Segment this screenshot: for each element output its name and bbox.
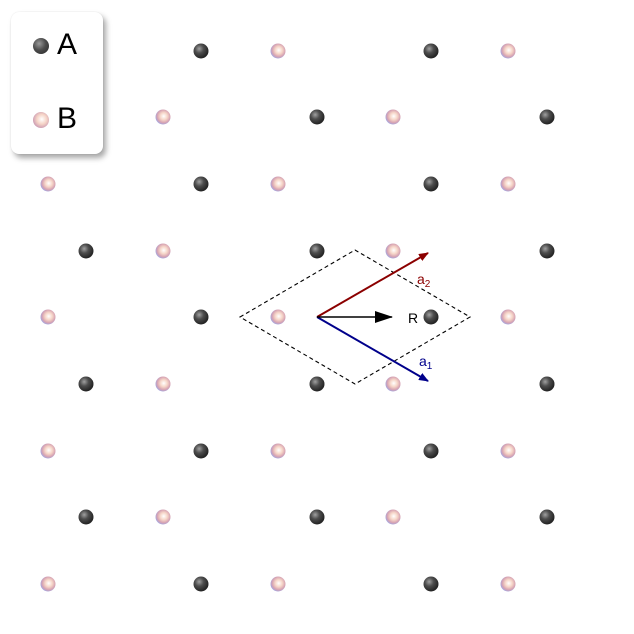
site-a-atom — [423, 309, 439, 325]
label-R: R — [408, 310, 418, 326]
site-b-atom — [500, 43, 516, 59]
site-b-atom — [270, 576, 286, 592]
site-b-atom — [155, 243, 171, 259]
site-a-atom — [423, 443, 439, 459]
label-a1: a1 — [419, 353, 433, 372]
site-a-atom — [193, 176, 209, 192]
legend-label-b: B — [57, 102, 78, 135]
site-b-atom — [270, 43, 286, 59]
site-a-atom — [193, 443, 209, 459]
site-a-atom — [309, 376, 325, 392]
site-b-atom — [500, 576, 516, 592]
site-a-atom — [539, 376, 555, 392]
legend-item-a: A — [11, 26, 103, 66]
site-b-atom — [385, 509, 401, 525]
site-a-atom — [309, 243, 325, 259]
site-a-atom — [193, 43, 209, 59]
site-a-atom — [539, 243, 555, 259]
site-a-atom — [423, 576, 439, 592]
label-a2: a2 — [417, 271, 431, 290]
lattice-sites — [40, 43, 555, 592]
site-a-atom — [78, 243, 94, 259]
site-b-atom — [385, 109, 401, 125]
site-b-atom — [270, 443, 286, 459]
site-b-atom — [270, 309, 286, 325]
site-b-atom — [500, 309, 516, 325]
site-a-atom — [309, 509, 325, 525]
site-a-atom — [193, 309, 209, 325]
site-b-atom — [40, 443, 56, 459]
site-b-sphere-icon — [33, 112, 49, 128]
legend-item-b: B — [11, 100, 103, 140]
site-b-atom — [500, 443, 516, 459]
site-a-atom — [539, 109, 555, 125]
site-b-atom — [500, 176, 516, 192]
site-b-atom — [270, 176, 286, 192]
site-b-atom — [40, 176, 56, 192]
site-a-atom — [78, 509, 94, 525]
unit-cell-outline — [238, 249, 472, 385]
site-a-atom — [193, 576, 209, 592]
site-b-atom — [155, 509, 171, 525]
site-a-sphere-icon — [33, 38, 49, 54]
site-b-atom — [40, 576, 56, 592]
site-a-atom — [78, 376, 94, 392]
site-a-atom — [309, 109, 325, 125]
legend-label-a: A — [57, 28, 78, 61]
site-a-atom — [539, 509, 555, 525]
site-b-atom — [40, 309, 56, 325]
vector-a1-arrow — [316, 316, 429, 382]
vector-a2-arrow — [316, 252, 429, 318]
site-b-atom — [385, 376, 401, 392]
site-b-atom — [155, 376, 171, 392]
site-a-atom — [423, 176, 439, 192]
site-a-atom — [423, 43, 439, 59]
site-b-atom — [385, 243, 401, 259]
site-b-atom — [155, 109, 171, 125]
legend: A B — [11, 12, 103, 154]
